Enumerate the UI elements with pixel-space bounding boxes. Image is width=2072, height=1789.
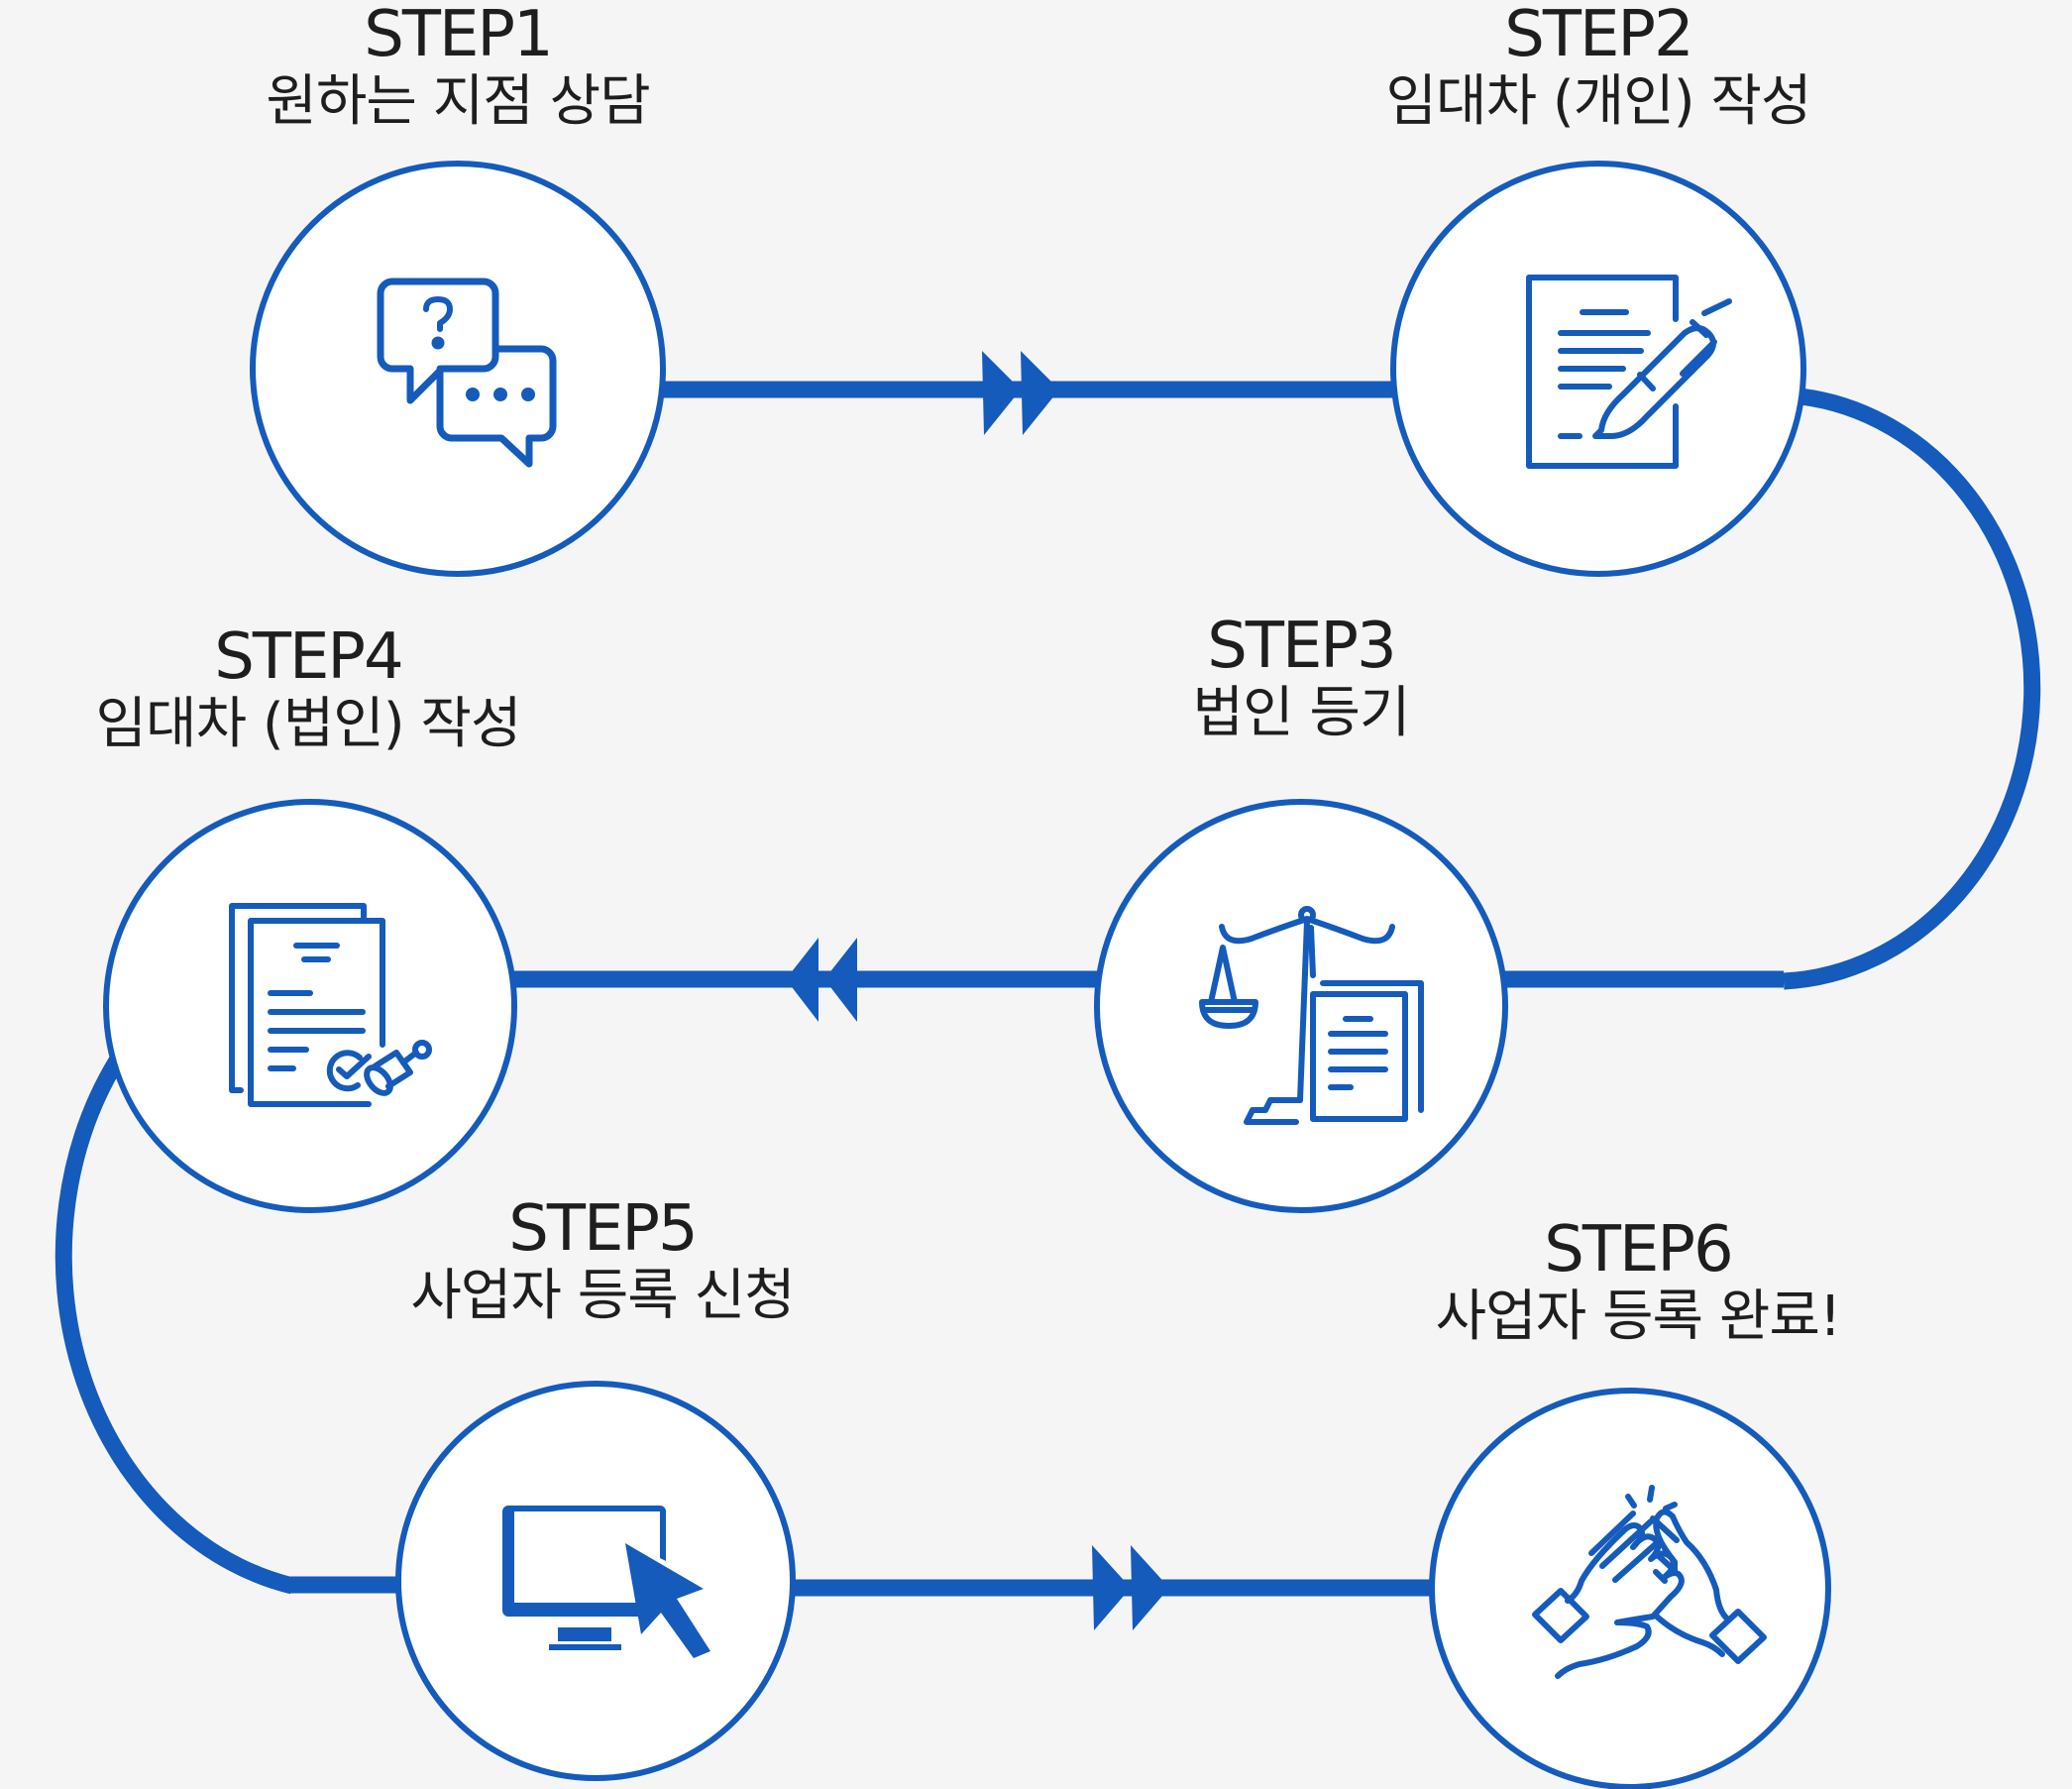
step6-circle (1429, 1388, 1831, 1789)
step4-title: 임대차 (법인) 작성 (95, 691, 522, 756)
step6-number: STEP6 (1544, 1213, 1733, 1286)
step5-circle (395, 1381, 796, 1781)
high-five-icon (1532, 1485, 1767, 1679)
step3-label: STEP3 법인 등기 (1192, 610, 1411, 745)
step6-label: STEP6 사업자 등록 완료! (1435, 1213, 1842, 1349)
scales-document-icon (1199, 906, 1424, 1125)
document-stamp-icon (229, 903, 432, 1107)
double-arrow-left-icon (786, 938, 857, 1022)
step5-label: STEP5 사업자 등록 신청 (410, 1192, 795, 1328)
step5-title: 사업자 등록 신청 (410, 1263, 795, 1328)
step6-title: 사업자 등록 완료! (1435, 1284, 1842, 1349)
double-arrow-right-icon (982, 351, 1059, 435)
double-arrow-right-icon (1092, 1545, 1169, 1630)
step4-number: STEP4 (214, 620, 403, 694)
step4-label: STEP4 임대차 (법인) 작성 (95, 620, 522, 756)
step1-label: STEP1 원하는 지점 상담 (266, 0, 650, 134)
step2-title: 임대차 (개인) 작성 (1385, 68, 1812, 134)
step1-title: 원하는 지점 상담 (266, 68, 650, 134)
step2-label: STEP2 임대차 (개인) 작성 (1385, 0, 1812, 134)
monitor-cursor-icon (502, 1506, 710, 1658)
step3-title: 법인 등기 (1192, 680, 1411, 745)
step5-number: STEP5 (508, 1192, 698, 1266)
step2-number: STEP2 (1504, 0, 1693, 71)
chat-question-icon (377, 278, 557, 468)
step3-number: STEP3 (1207, 610, 1396, 683)
document-pen-icon (1526, 275, 1732, 469)
step1-number: STEP1 (364, 0, 553, 71)
connector-step4-step5-curve (55, 1056, 295, 1595)
connector-step2-step3-curve (1783, 388, 2041, 990)
step4-circle (103, 799, 517, 1213)
